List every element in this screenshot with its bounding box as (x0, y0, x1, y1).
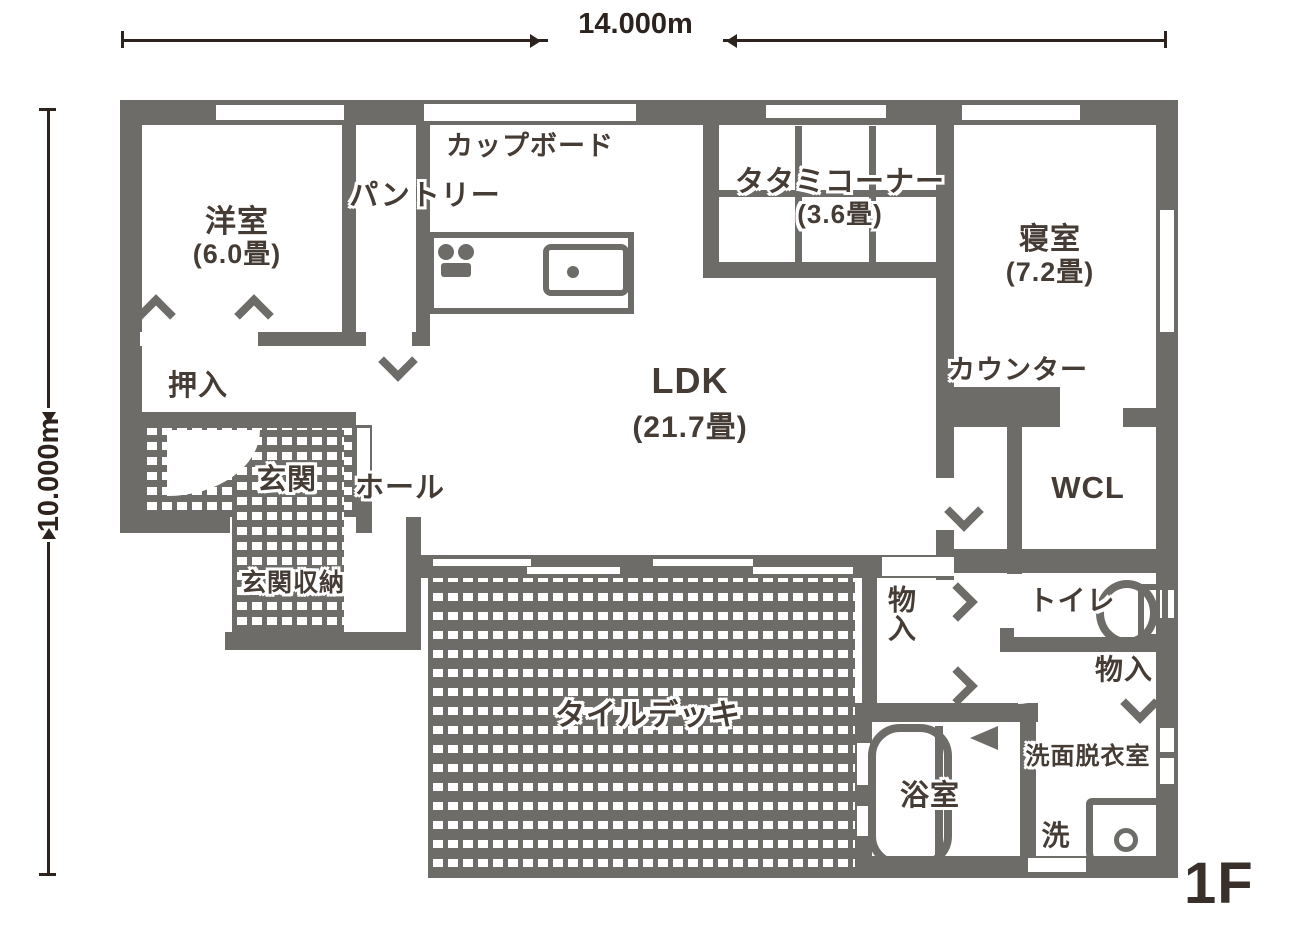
stove-body-icon (441, 263, 471, 277)
bath-door-icon (970, 726, 998, 750)
stove-burner-icon (458, 244, 474, 260)
toilet-door-leaf (1018, 574, 1031, 628)
room-size-shinshitsu: (7.2畳) (1005, 257, 1095, 287)
dimension-label-backdrop (548, 0, 723, 50)
room-size-tatami: (3.6畳) (797, 199, 883, 229)
room-label-senmen: 洗面脱衣室 (1025, 743, 1151, 770)
wall-segment (1123, 408, 1158, 427)
sliding-glass-door-panel (527, 567, 620, 574)
dimension-tick (39, 108, 56, 111)
washroom-door-leaf (1006, 652, 1018, 702)
toilet-tank-icon (1138, 584, 1168, 640)
window (962, 105, 1080, 120)
entrance-door-leaf (357, 428, 370, 492)
wall-segment (936, 549, 1158, 573)
cupboard-unit (424, 104, 636, 121)
room-size-ldk: (21.7畳) (632, 411, 748, 444)
wall-segment (256, 332, 356, 346)
storage-door-chevron-icon (1120, 684, 1160, 724)
room-label-hall: ホール (354, 472, 446, 504)
window (857, 806, 870, 836)
dimension-label-backdrop (30, 408, 68, 542)
closet-door-chevron-icon (136, 294, 176, 334)
window (766, 105, 886, 118)
window (216, 105, 344, 120)
sliding-glass-door-panel (433, 559, 531, 566)
label-counter: カウンター (948, 355, 1088, 385)
dimension-tick (39, 873, 56, 876)
wall-segment (406, 517, 421, 650)
wall-segment (1020, 722, 1036, 856)
washroom-door-swing (1018, 652, 1068, 704)
label-tile-deck: タイルデッキ (555, 699, 741, 732)
dimension-arrow-icon (726, 34, 737, 48)
stove-burner-icon (438, 244, 454, 260)
wall-segment (936, 123, 954, 580)
toilet-bowl-icon (1096, 580, 1158, 646)
room-label-monoire-wash: 物入 (1094, 654, 1154, 685)
wall-segment (1007, 427, 1022, 575)
room-label-genkan: 玄関 (256, 464, 318, 496)
faucet-icon (567, 266, 579, 278)
room-label-oshiire: 押入 (167, 370, 229, 402)
sliding-door-opening (936, 478, 954, 530)
genkan-storage-tile-floor (232, 428, 344, 632)
wall-segment (416, 123, 430, 346)
wall-segment (342, 123, 356, 346)
door-leaf (346, 350, 357, 400)
dimension-tick (121, 31, 124, 48)
room-label-pantry: パントリー (349, 180, 501, 212)
sliding-glass-door-panel (753, 567, 853, 574)
wall-segment (703, 123, 719, 278)
bath-door-leaf (1003, 724, 1016, 784)
bath-partition (935, 726, 943, 856)
storage-sliding-doors (935, 583, 948, 701)
wall-segment (225, 632, 421, 650)
wall-segment (855, 703, 1038, 722)
room-label-yoshitsu: 洋室 (205, 204, 269, 239)
room-label-bath: 浴室 (899, 780, 961, 812)
room-label-genkan-shuno: 玄関収納 (240, 569, 346, 597)
sliding-glass-door-panel (653, 559, 753, 566)
dimension-arrow-icon (42, 412, 56, 423)
washbasin-drain-icon (1114, 828, 1138, 852)
dimension-tick (1164, 31, 1167, 48)
room-label-toilet: トイレ (1028, 585, 1116, 616)
room-label-monoire-hall: 物入 (885, 585, 916, 643)
bathtub (868, 724, 952, 868)
tatami-grid-line (719, 190, 936, 197)
pantry-door-chevron-icon (378, 342, 418, 382)
window (1160, 210, 1174, 332)
floor-badge: 1F (1184, 851, 1254, 916)
door-opening (366, 332, 412, 346)
room-label-cupboard: カップボード (446, 131, 614, 161)
wall-segment (703, 262, 954, 278)
wall-segment (120, 515, 230, 533)
room-label-ldk: LDK (651, 360, 729, 401)
tile-deck-floor (428, 578, 855, 878)
wall-segment (862, 578, 877, 703)
width-dimension-label: 14.000m (578, 8, 693, 40)
counter-desk (948, 387, 1060, 427)
window (857, 743, 870, 785)
window-sash (1160, 752, 1174, 758)
room-label-tatami: タタミコーナー (734, 166, 946, 198)
door-swing (296, 350, 346, 400)
closet-sliding-door (140, 332, 258, 346)
height-dimension-label: 10.000m (33, 417, 65, 533)
sliding-door-panel (918, 566, 952, 572)
washbasin (1086, 798, 1174, 870)
window (1028, 858, 1086, 872)
room-label-laundry: 洗 (1041, 820, 1071, 851)
kitchen-counter (428, 232, 634, 314)
sliding-door-panel (884, 560, 918, 566)
room-label-shinshitsu: 寝室 (1019, 223, 1081, 256)
dimension-arrow-icon (530, 34, 541, 48)
wall-segment (120, 412, 356, 428)
dimension-arrow-icon (42, 528, 56, 539)
closet-door-chevron-icon (234, 294, 274, 334)
room-size-yoshitsu: (6.0畳) (192, 239, 282, 269)
room-label-wcl: WCL (1051, 470, 1125, 505)
kitchen-sink (543, 244, 629, 296)
